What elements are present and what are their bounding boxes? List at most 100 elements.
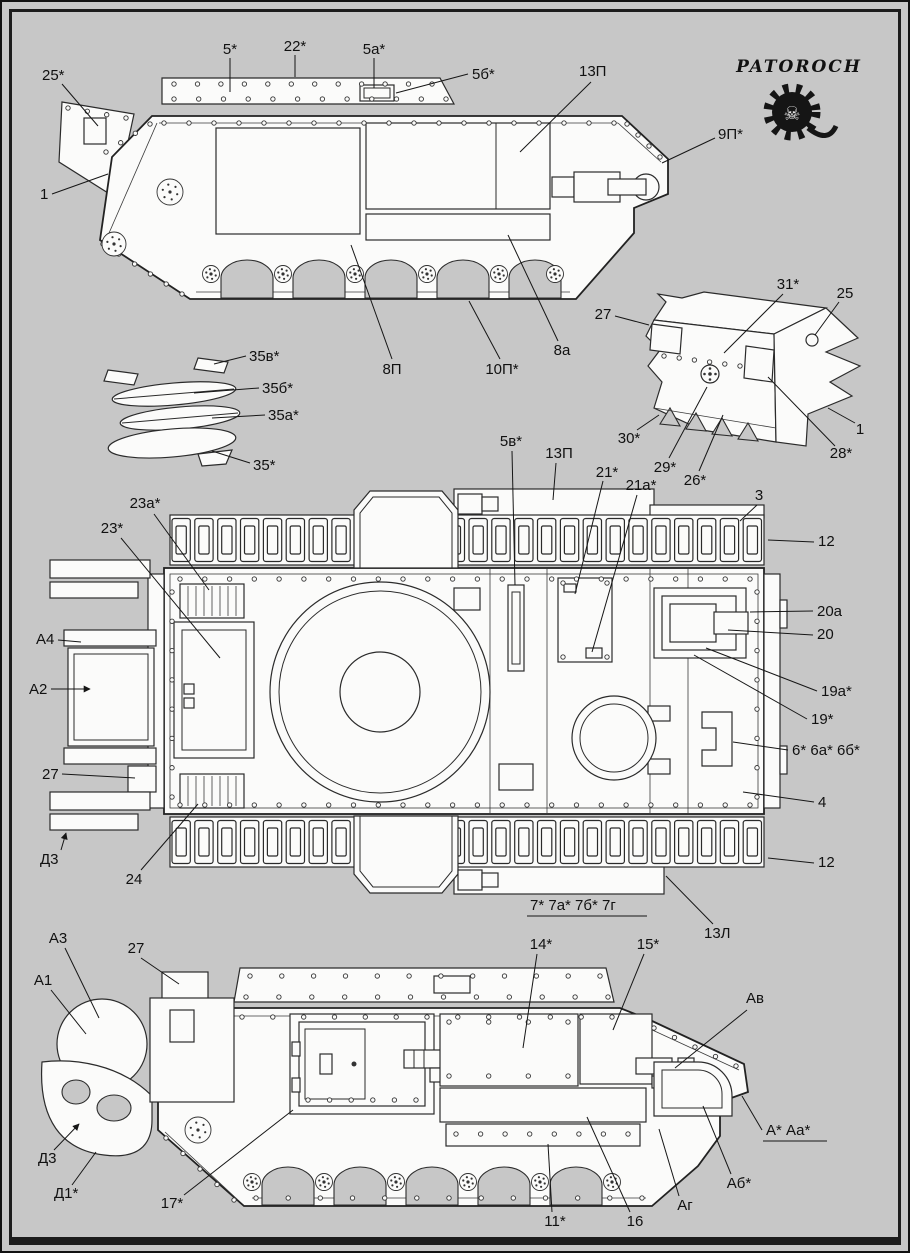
rivet bbox=[506, 994, 512, 1000]
wheel-arch bbox=[405, 1166, 459, 1206]
rivet bbox=[169, 794, 175, 800]
rivet bbox=[697, 576, 704, 582]
leader-line-5b-s bbox=[395, 73, 469, 94]
leader-line-1-top bbox=[51, 173, 109, 195]
wheel-arch-cutouts bbox=[220, 259, 603, 1206]
hatch-parts-35 bbox=[103, 357, 241, 467]
part-label-A3: А3 bbox=[49, 930, 67, 947]
rivet bbox=[163, 1135, 169, 1141]
wheel-arch bbox=[333, 1166, 387, 1206]
rivet bbox=[196, 96, 202, 102]
part-label-23a-s: 23а* bbox=[130, 495, 161, 512]
rivet bbox=[598, 802, 604, 808]
leader-line-35s bbox=[211, 450, 251, 464]
rivet bbox=[123, 115, 129, 121]
rivet bbox=[712, 1053, 719, 1060]
leader-line-27-iso bbox=[614, 315, 650, 326]
rivet bbox=[671, 1034, 678, 1041]
rivet bbox=[177, 802, 183, 808]
roof-slot-5b bbox=[359, 84, 395, 102]
bracket-6b bbox=[701, 711, 733, 767]
rivet bbox=[560, 580, 566, 586]
rivet bbox=[575, 1195, 581, 1201]
part-label-21a-s: 21а* bbox=[626, 477, 657, 494]
part-label-5b-s: 5б* bbox=[472, 66, 495, 83]
rivet bbox=[386, 120, 392, 126]
rivet bbox=[226, 576, 233, 582]
iso-vent bbox=[659, 406, 681, 427]
rivet bbox=[754, 589, 760, 595]
side-bar-D3 bbox=[49, 791, 151, 811]
part-label-21s: 21* bbox=[596, 464, 619, 481]
turret-ring-center bbox=[339, 651, 421, 733]
rivet bbox=[270, 1014, 276, 1020]
rivet bbox=[747, 576, 753, 582]
rivet bbox=[598, 576, 604, 582]
rivet bbox=[362, 1014, 368, 1020]
part-label-27-iso: 27 bbox=[595, 306, 612, 323]
gear-hub bbox=[772, 92, 812, 132]
logo-flourish bbox=[806, 124, 839, 138]
part-label-D3-low: Д3 bbox=[38, 1150, 57, 1167]
part-label-30s: 30* bbox=[618, 430, 641, 447]
rivet bbox=[486, 1014, 492, 1020]
part-35-disc bbox=[107, 427, 237, 459]
panel-14 bbox=[439, 1013, 579, 1087]
wheel-arch bbox=[364, 259, 418, 299]
rivet bbox=[449, 802, 456, 808]
rivet bbox=[326, 1097, 333, 1103]
wheel-arch bbox=[220, 259, 274, 299]
part-label-12-bottom: 12 bbox=[818, 854, 835, 871]
leader-line-23s bbox=[120, 537, 221, 659]
rivet bbox=[499, 576, 505, 582]
part-label-Ag: Аг bbox=[677, 1197, 693, 1214]
leader-line-13P-plan bbox=[552, 462, 557, 501]
rivet bbox=[350, 576, 357, 582]
rivet bbox=[231, 1197, 237, 1203]
bracket-A-Aa bbox=[653, 1061, 733, 1117]
wheel-arch bbox=[261, 1166, 315, 1206]
rivet bbox=[722, 576, 728, 582]
rivet bbox=[265, 81, 271, 87]
rivet bbox=[169, 735, 175, 742]
leader-line-23a-s bbox=[153, 513, 210, 591]
leader-line-8P bbox=[350, 244, 393, 360]
rivet bbox=[194, 81, 201, 87]
leader-line-1-iso bbox=[827, 407, 856, 424]
rivet bbox=[586, 120, 592, 126]
rivet bbox=[474, 576, 481, 582]
rivet bbox=[547, 1014, 553, 1020]
rivet bbox=[400, 576, 406, 582]
hull-slot-8a bbox=[365, 213, 551, 241]
rivet bbox=[413, 1097, 419, 1103]
leader-line-17s bbox=[183, 1109, 294, 1196]
rivet bbox=[147, 121, 153, 127]
rivet bbox=[211, 120, 217, 126]
part-label-8P: 8П bbox=[382, 361, 401, 378]
part-label-16: 16 bbox=[627, 1213, 644, 1230]
leader-line-4 bbox=[742, 791, 815, 803]
part-label-24: 24 bbox=[126, 871, 143, 888]
rivet bbox=[623, 802, 629, 808]
rivet bbox=[103, 149, 109, 155]
leader-line-10P-s bbox=[468, 300, 501, 360]
part-label-6-6a-6b: 6* 6а* 6б* bbox=[792, 742, 860, 759]
leader-line-20a bbox=[749, 610, 814, 613]
rivet bbox=[382, 1195, 388, 1201]
rivet bbox=[312, 81, 318, 87]
rivet bbox=[301, 1014, 307, 1020]
part-label-17s: 17* bbox=[161, 1195, 184, 1212]
part-label-5a-s: 5а* bbox=[363, 41, 386, 58]
lower-side-view bbox=[40, 967, 749, 1207]
patoroch-logo: PATOROCH ☠ bbox=[735, 57, 860, 141]
rivet bbox=[171, 96, 177, 102]
rivet bbox=[651, 1025, 657, 1031]
rivet bbox=[118, 140, 124, 146]
rivet bbox=[270, 96, 276, 102]
part-label-20a: 20а bbox=[817, 603, 843, 620]
rivet bbox=[251, 802, 257, 808]
leader-line-Ab-s bbox=[702, 1105, 732, 1175]
cupola-bottom-barrel bbox=[457, 869, 483, 891]
rivet bbox=[169, 677, 175, 683]
rivet bbox=[285, 1195, 291, 1201]
